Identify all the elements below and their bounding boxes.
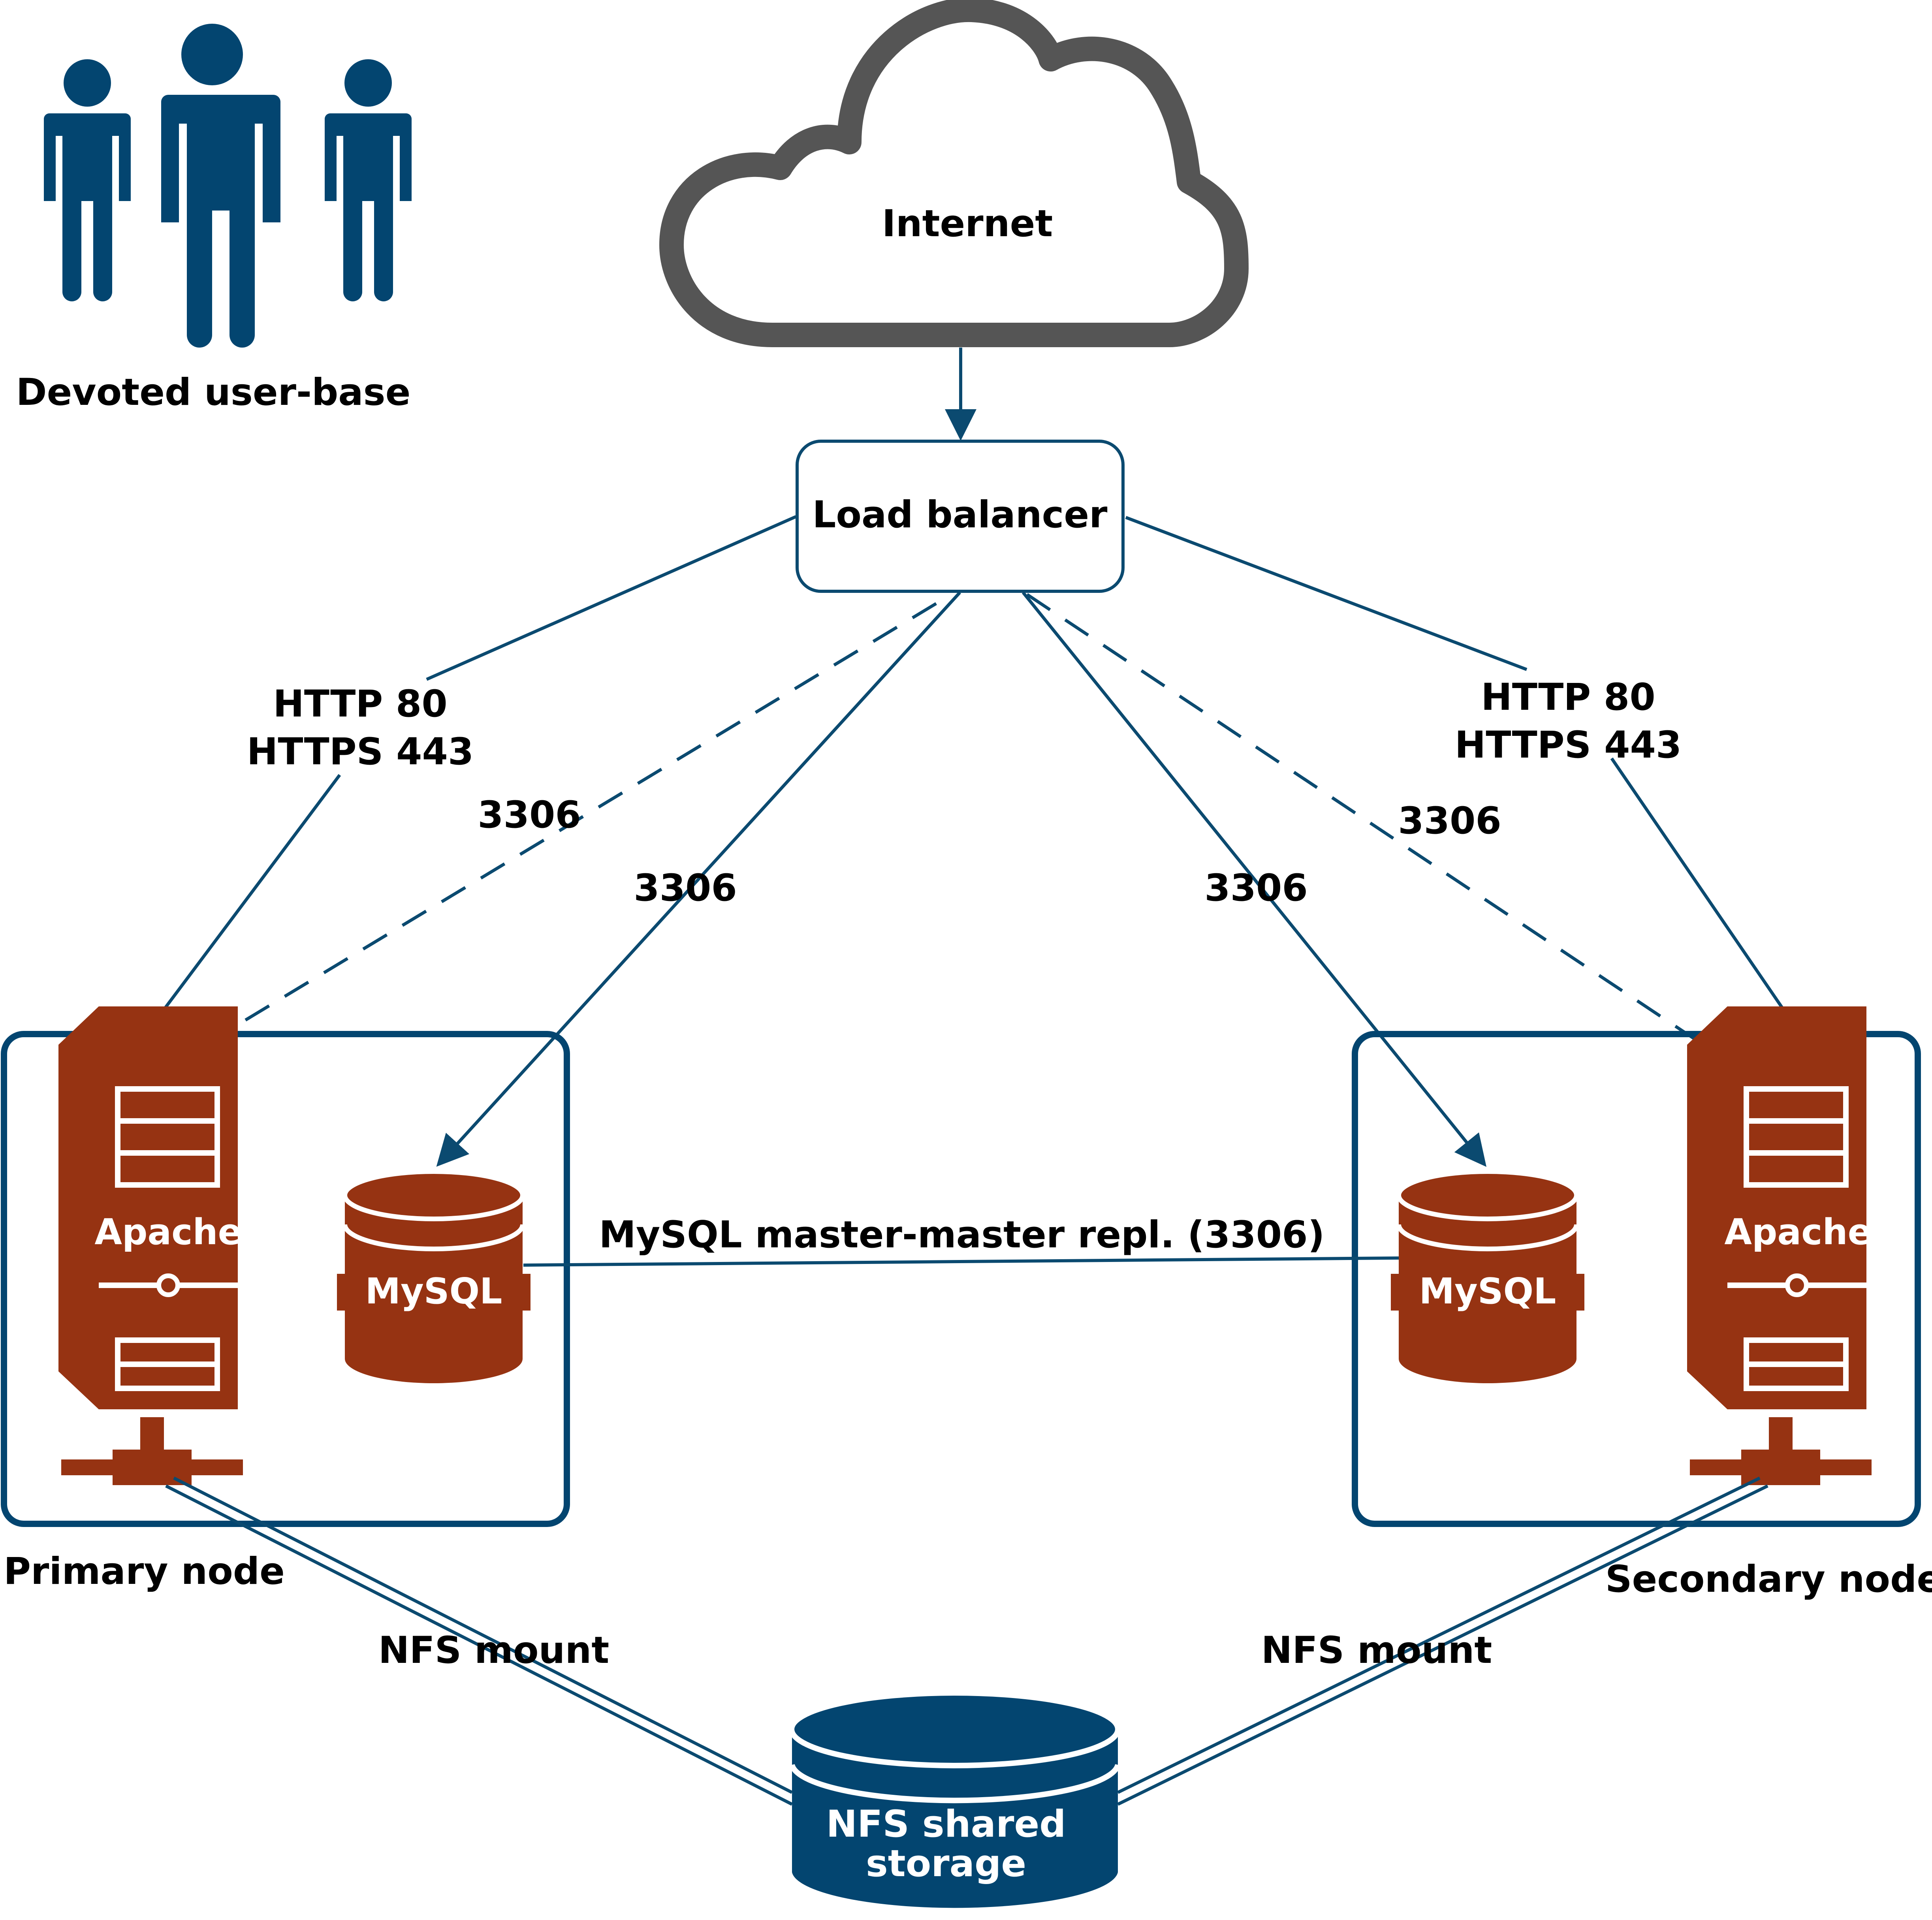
primary-node-box — [1, 1031, 570, 1527]
http-right-label-1: HTTP 80 — [1481, 676, 1655, 719]
http-link-right — [1125, 516, 1528, 671]
replication-label: MySQL master-master repl. (3306) — [599, 1213, 1324, 1256]
nfs-mount-link-left — [165, 1476, 793, 1806]
secondary-node-box — [1352, 1031, 1921, 1527]
dashed-link-right — [1026, 593, 1735, 1067]
http-left-label-1: HTTP 80 — [273, 683, 448, 726]
primary-node-label: Primary node — [4, 1550, 285, 1593]
nfs-mount-link-right — [1117, 1476, 1768, 1806]
primary-mysql-label: MySQL — [365, 1271, 502, 1312]
port-label-left-dashed: 3306 — [478, 794, 581, 837]
secondary-node-label: Secondary node — [1605, 1558, 1932, 1601]
cloud-icon — [659, 0, 1249, 347]
solid-link-right — [1021, 591, 1487, 1167]
load-balancer-box — [796, 440, 1125, 593]
port-label-right-solid: 3306 — [1204, 867, 1308, 910]
http-left-label-2: HTTPS 443 — [247, 730, 474, 773]
users-group-icon — [44, 24, 412, 348]
dashed-link-left — [171, 602, 937, 1066]
port-label-left-solid: 3306 — [634, 867, 737, 910]
http-right-label-2: HTTPS 443 — [1455, 724, 1682, 767]
primary-apache-label: Apache — [94, 1211, 242, 1253]
secondary-apache-label: Apache — [1724, 1211, 1872, 1253]
replication-link — [523, 1256, 1400, 1267]
solid-link-left — [436, 591, 961, 1167]
load-balancer-label: Load balancer — [812, 493, 1108, 536]
nfs-mount-label-right: NFS mount — [1261, 1629, 1492, 1672]
nfs-mount-label-left: NFS mount — [378, 1629, 610, 1672]
internet-label: Internet — [882, 202, 1053, 245]
secondary-mysql-label: MySQL — [1419, 1271, 1556, 1312]
nfs-storage-database-icon — [789, 1690, 1121, 1908]
http-link-left — [426, 515, 797, 681]
nfs-storage-label-1: NFS shared — [826, 1803, 1066, 1846]
port-label-right-dashed: 3306 — [1398, 799, 1501, 842]
nfs-storage-label-2: storage — [866, 1842, 1026, 1885]
users-label: Devoted user-base — [16, 371, 411, 414]
